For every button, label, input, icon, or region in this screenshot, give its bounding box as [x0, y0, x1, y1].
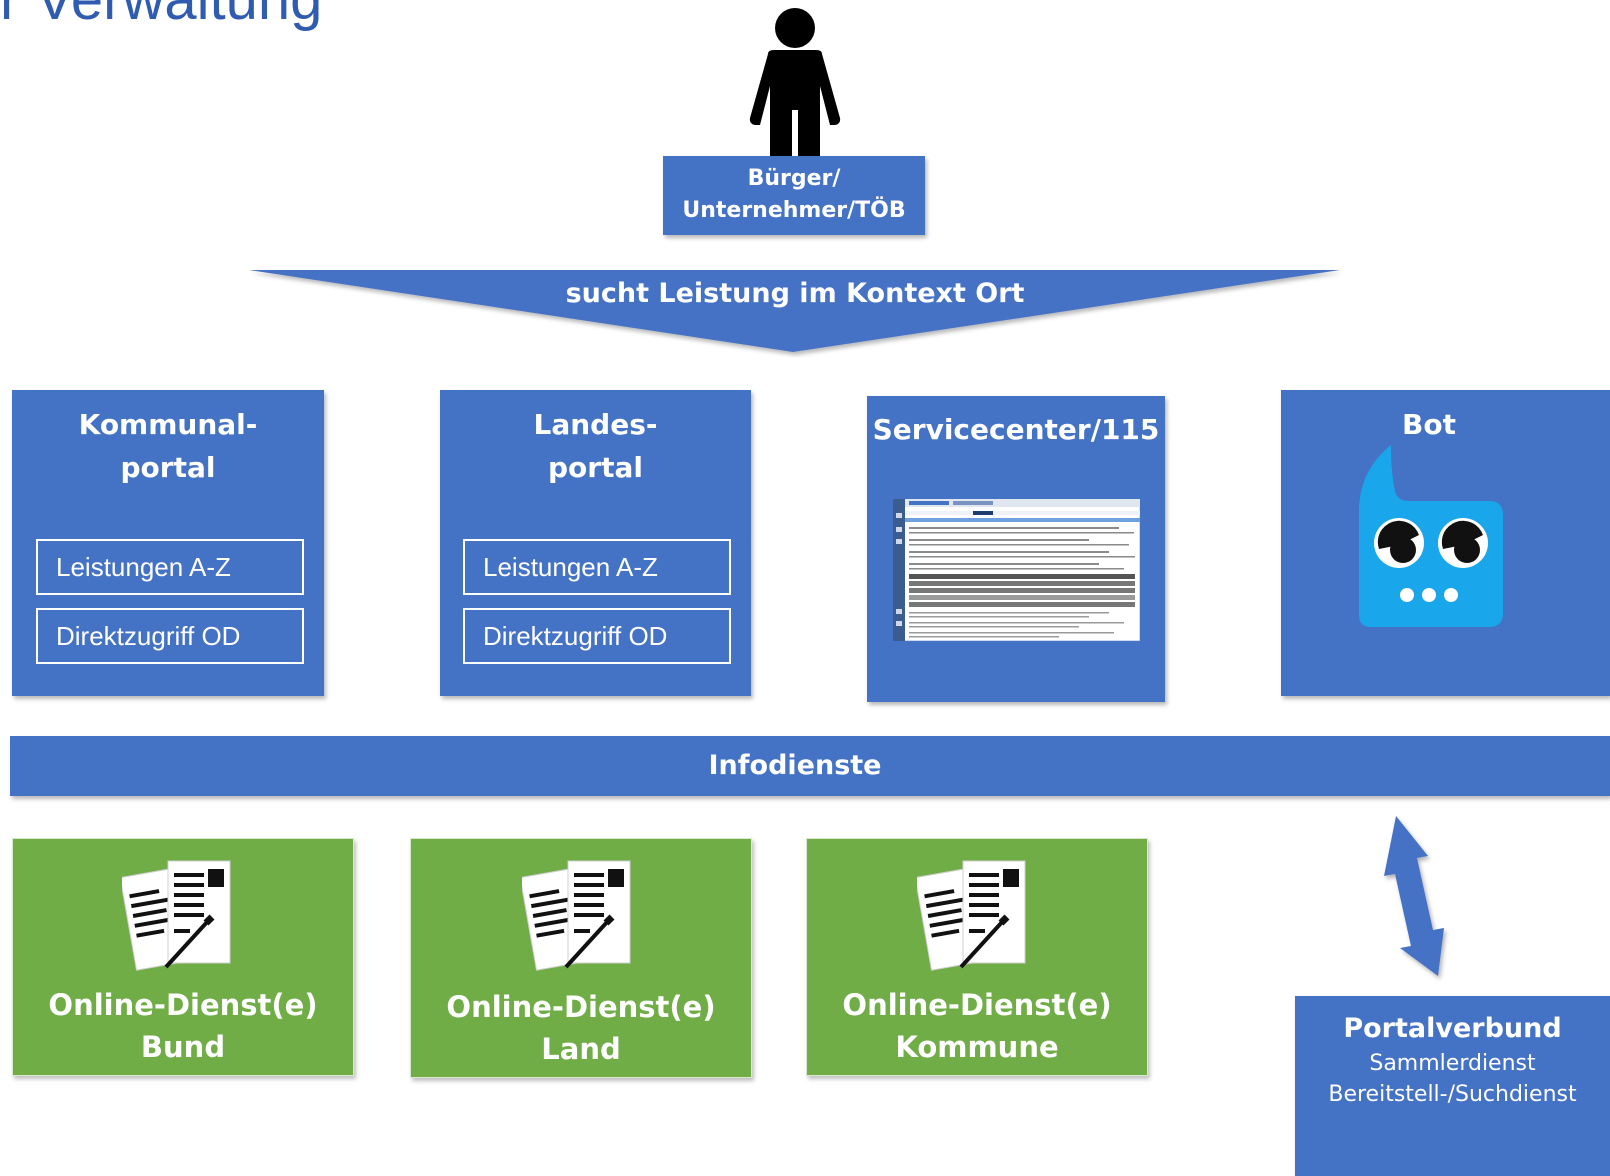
online-dienst-land-box: Online-Dienst(e) Land — [410, 838, 752, 1078]
infodienste-label: Infodienste — [708, 750, 882, 781]
online-dienst-level: Land — [541, 1032, 621, 1066]
portal-title-line1: Kommunal- — [78, 408, 258, 441]
portal-title-line2: portal — [548, 451, 643, 484]
citizen-line2: Unternehmer/TÖB — [682, 198, 906, 223]
online-dienst-level: Bund — [140, 1030, 226, 1064]
portal-title-line1: Landes- — [533, 408, 658, 441]
servicecenter-title: Servicecenter/115 — [872, 413, 1160, 446]
portalverbund-line2: Bereitstell-/Suchdienst — [1328, 1082, 1577, 1107]
servicecenter-screenshot-thumbnail — [893, 499, 1140, 641]
online-dienst-bund-box: Online-Dienst(e) Bund — [12, 838, 354, 1076]
infodienste-bar: Infodienste — [10, 736, 1610, 796]
portalverbund-line1: Sammlerdienst — [1369, 1051, 1536, 1076]
document-icon — [122, 860, 231, 971]
kommunalportal-box: Kommunal- portal Leistungen A-Z Direktzu… — [12, 390, 324, 696]
search-arrow-label: sucht Leistung im Kontext Ort — [565, 278, 1025, 309]
portalverbund-title: Portalverbund — [1343, 1013, 1562, 1044]
online-dienst-label: Online-Dienst(e) — [446, 990, 716, 1024]
online-dienst-level: Kommune — [895, 1030, 1059, 1064]
double-arrow-icon — [1384, 816, 1444, 976]
citizen-box: Bürger/ Unternehmer/TÖB — [663, 156, 925, 235]
online-dienst-label: Online-Dienst(e) — [842, 988, 1112, 1022]
direktzugriff-od-button[interactable]: Direktzugriff OD — [463, 608, 731, 664]
person-icon — [749, 8, 841, 162]
search-arrow-shape — [249, 270, 1340, 352]
bot-box: Bot — [1281, 390, 1610, 696]
page-title: r Verwaltung — [0, 0, 322, 33]
leistungen-az-button[interactable]: Leistungen A-Z — [36, 539, 304, 595]
landesportal-box: Landes- portal Leistungen A-Z Direktzugr… — [440, 390, 751, 696]
online-dienst-kommune-box: Online-Dienst(e) Kommune — [806, 838, 1148, 1076]
citizen-line1: Bürger/ — [747, 166, 841, 191]
leistungen-az-button[interactable]: Leistungen A-Z — [463, 539, 731, 595]
online-dienst-label: Online-Dienst(e) — [48, 988, 318, 1022]
bot-title: Bot — [1402, 408, 1456, 441]
bot-icon — [1359, 445, 1503, 627]
direktzugriff-od-button[interactable]: Direktzugriff OD — [36, 608, 304, 664]
document-icon — [917, 860, 1026, 971]
document-icon — [522, 860, 631, 971]
portalverbund-box: Portalverbund Sammlerdienst Bereitstell-… — [1295, 996, 1610, 1176]
portal-title-line2: portal — [120, 451, 216, 484]
servicecenter-box: Servicecenter/115 — [867, 396, 1165, 702]
